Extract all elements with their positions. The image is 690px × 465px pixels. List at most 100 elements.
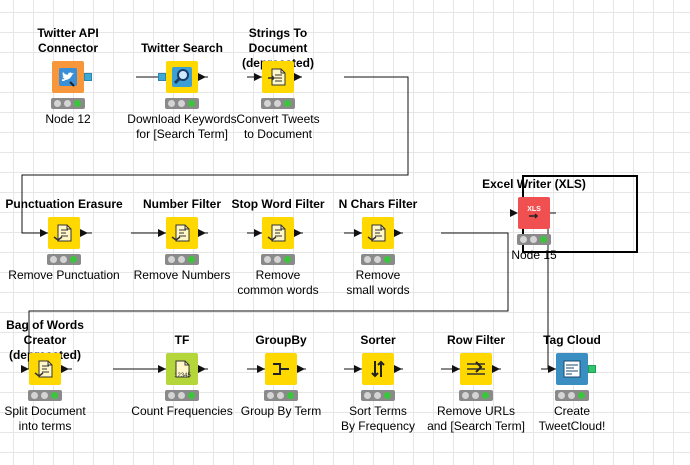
input-port[interactable] xyxy=(452,365,460,373)
node-label[interactable]: Create TweetCloud! xyxy=(538,404,606,433)
node-label[interactable]: Count Frequencies xyxy=(131,404,233,418)
status-light-green xyxy=(384,256,391,263)
node-title: Twitter API Connector xyxy=(37,26,99,55)
output-port[interactable] xyxy=(198,365,206,373)
status-light-yellow xyxy=(178,100,185,107)
output-port[interactable] xyxy=(294,229,302,237)
sort-arrows-icon[interactable] xyxy=(362,353,394,385)
svg-text:12345: 12345 xyxy=(174,373,191,379)
node-title: Stop Word Filter xyxy=(231,197,325,211)
document-filter-icon[interactable] xyxy=(362,217,394,249)
node-status-traffic-light xyxy=(261,98,295,109)
search-icon[interactable] xyxy=(166,61,198,93)
output-port[interactable] xyxy=(294,73,302,81)
status-light-red xyxy=(168,392,175,399)
status-light-yellow xyxy=(530,236,537,243)
input-port[interactable] xyxy=(254,229,262,237)
tf-icon[interactable]: 12345 xyxy=(166,353,198,385)
input-port[interactable] xyxy=(21,365,29,373)
node-label[interactable]: Group By Term xyxy=(240,404,322,418)
node-title: GroupBy xyxy=(255,333,307,347)
node-status-traffic-light xyxy=(28,390,62,401)
status-light-green xyxy=(188,100,195,107)
status-light-yellow xyxy=(41,392,48,399)
xls-icon[interactable]: XLS xyxy=(518,197,550,229)
node-status-traffic-light xyxy=(361,390,395,401)
status-light-green xyxy=(188,256,195,263)
node-title: Sorter xyxy=(360,333,396,347)
document-filter-icon[interactable] xyxy=(29,353,61,385)
status-light-green xyxy=(284,100,291,107)
tag-cloud-icon[interactable] xyxy=(556,353,588,385)
status-light-green xyxy=(287,392,294,399)
status-light-green xyxy=(74,100,81,107)
input-port[interactable] xyxy=(354,365,362,373)
node-title: Number Filter xyxy=(142,197,221,211)
node-title: N Chars Filter xyxy=(338,197,418,211)
input-port[interactable] xyxy=(548,365,556,373)
document-convert-icon[interactable] xyxy=(262,61,294,93)
node-title: Strings To Document (deprecated) xyxy=(242,26,314,70)
node-label[interactable]: Node 12 xyxy=(45,112,91,126)
node-status-traffic-light xyxy=(47,254,81,265)
input-port[interactable] xyxy=(257,365,265,373)
input-port[interactable] xyxy=(158,73,166,81)
input-port[interactable] xyxy=(510,209,518,217)
node-status-traffic-light xyxy=(459,390,493,401)
node-label[interactable]: Remove small words xyxy=(346,268,410,297)
node-label[interactable]: Split Document into terms xyxy=(4,404,86,433)
input-port[interactable] xyxy=(158,365,166,373)
input-port[interactable] xyxy=(254,73,262,81)
status-light-red xyxy=(31,392,38,399)
node-label[interactable]: Download Keywords for [Search Term] xyxy=(127,112,237,141)
output-port[interactable] xyxy=(492,365,500,373)
output-port[interactable] xyxy=(588,365,596,373)
row-filter-icon[interactable] xyxy=(460,353,492,385)
status-light-yellow xyxy=(64,100,71,107)
status-light-yellow xyxy=(472,392,479,399)
node-title: Bag of Words Creator (deprecated) xyxy=(6,318,84,362)
node-label[interactable]: Remove common words xyxy=(237,268,319,297)
output-port[interactable] xyxy=(394,229,402,237)
status-light-red xyxy=(267,392,274,399)
node-status-traffic-light xyxy=(51,98,85,109)
input-port[interactable] xyxy=(40,229,48,237)
node-label[interactable]: Remove URLs and [Search Term] xyxy=(427,404,525,433)
status-light-red xyxy=(168,256,175,263)
node-label[interactable]: Sort Terms By Frequency xyxy=(340,404,416,433)
node-label[interactable]: Remove Numbers xyxy=(133,268,231,282)
status-light-red xyxy=(264,256,271,263)
status-light-yellow xyxy=(274,100,281,107)
status-light-yellow xyxy=(60,256,67,263)
output-port[interactable] xyxy=(297,365,305,373)
output-port[interactable] xyxy=(394,365,402,373)
output-port[interactable] xyxy=(198,229,206,237)
node-label[interactable]: Node 15 xyxy=(511,248,557,262)
node-label[interactable]: Remove Punctuation xyxy=(8,268,120,282)
node-status-traffic-light xyxy=(261,254,295,265)
status-light-green xyxy=(51,392,58,399)
status-light-green xyxy=(540,236,547,243)
document-filter-icon[interactable] xyxy=(48,217,80,249)
status-light-yellow xyxy=(274,256,281,263)
node-status-traffic-light xyxy=(165,98,199,109)
status-light-red xyxy=(50,256,57,263)
input-port[interactable] xyxy=(354,229,362,237)
output-port[interactable] xyxy=(61,365,69,373)
status-light-yellow xyxy=(568,392,575,399)
status-light-red xyxy=(364,392,371,399)
output-port[interactable] xyxy=(198,73,206,81)
status-light-green xyxy=(578,392,585,399)
document-filter-icon[interactable] xyxy=(166,217,198,249)
node-label[interactable]: Convert Tweets to Document xyxy=(236,112,320,141)
status-light-yellow xyxy=(277,392,284,399)
groupby-icon[interactable] xyxy=(265,353,297,385)
status-light-green xyxy=(70,256,77,263)
twitter-bird-icon[interactable] xyxy=(52,61,84,93)
node-status-traffic-light xyxy=(165,390,199,401)
output-port[interactable] xyxy=(80,229,88,237)
output-port[interactable] xyxy=(84,73,92,81)
input-port[interactable] xyxy=(158,229,166,237)
document-filter-icon[interactable] xyxy=(262,217,294,249)
